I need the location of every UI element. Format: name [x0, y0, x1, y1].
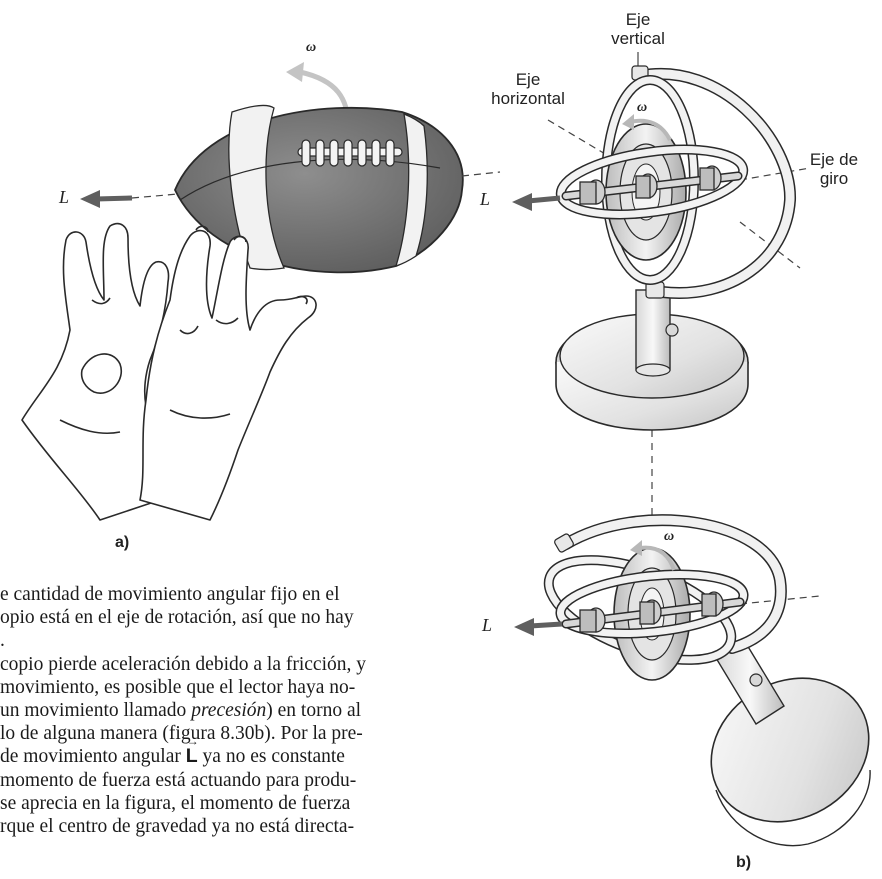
label-horizontal-axis: Eje horizontal: [476, 70, 580, 108]
label-spin-axis: Eje de giro: [796, 150, 872, 188]
vector-L-symbol: →L: [186, 745, 198, 767]
caption-b: b): [736, 854, 751, 872]
omega-label-a: ω: [306, 40, 316, 56]
body-line: opio está en el eje de rotación, así que…: [0, 606, 458, 629]
angular-momentum-arrow-b-top: [528, 198, 560, 201]
body-line: rque el centro de gravedad ya no está di…: [0, 815, 458, 838]
gyro-base-bottom: [685, 650, 882, 850]
caption-a: a): [115, 534, 129, 552]
body-line: momento de fuerza está actuando para pro…: [0, 769, 458, 792]
omega-label-b-top: ω: [637, 100, 647, 116]
L-label-b-bottom: L: [482, 615, 492, 636]
L-label-b-top: L: [480, 189, 490, 210]
angular-momentum-arrow-b-bottom: [530, 624, 562, 626]
body-line: movimiento, es posible que el lector hay…: [0, 676, 458, 699]
angular-momentum-arrow-a: [96, 198, 132, 199]
omega-label-b-bottom: ω: [664, 529, 674, 545]
term-precesion: precesión: [191, 700, 266, 721]
body-line: se aprecia en la figura, el momento de f…: [0, 792, 458, 815]
body-text: e cantidad de movimiento angular fijo en…: [0, 583, 458, 838]
body-line: lo de alguna manera (figura 8.30b). Por …: [0, 722, 458, 745]
panel-a-football-drawing: [22, 62, 500, 520]
body-line: copio pierde aceleración debido a la fri…: [0, 653, 458, 676]
label-vertical-axis: Eje vertical: [596, 10, 680, 48]
body-line: .: [0, 629, 458, 652]
body-line: de movimiento angular →L ya no es consta…: [0, 745, 458, 768]
gyro-post: [636, 290, 670, 370]
body-line: e cantidad de movimiento angular fijo en…: [0, 583, 458, 606]
panel-b-gyroscope-upright: [512, 52, 810, 520]
panel-b-gyroscope-precessing: [514, 520, 882, 850]
L-label-a: L: [59, 187, 69, 208]
body-line: un movimiento llamado precesión) en torn…: [0, 699, 458, 722]
